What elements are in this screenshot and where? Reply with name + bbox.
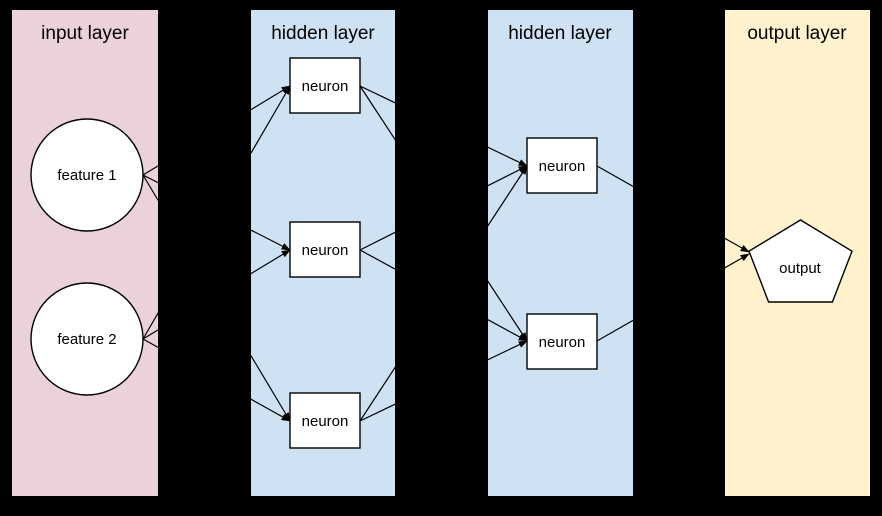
edge-feature1-h1neuron3 [142,174,291,422]
node-feature-2 [30,282,144,396]
node-h2-neuron-1-label: neuron [539,158,586,175]
edge-h2neuron2-output [596,253,750,342]
title-output-layer: output layer [747,23,847,44]
edge-h1neuron2-h2neuron2 [359,249,528,342]
node-h1-neuron-1-label: neuron [302,78,349,95]
title-hidden-layer-2: hidden layer [508,23,612,44]
node-h2-neuron-2-label: neuron [539,334,586,351]
node-output-label: output [779,260,822,277]
node-h2-neuron-1 [526,137,598,194]
title-hidden-layer-1: hidden layer [271,23,375,44]
node-output-pentagon [748,219,853,303]
edge-feature1-h1neuron1 [142,85,291,176]
edge-h2neuron1-output [596,165,750,253]
panel-hidden-layer-2 [488,10,633,496]
edge-feature2-h1neuron1 [142,85,291,340]
node-h2-neuron-2 [526,313,598,370]
node-feature-1 [30,118,144,232]
edge-h1neuron3-h2neuron1 [359,165,528,422]
edge-h1neuron3-h2neuron2 [359,340,528,422]
edge-h1neuron1-h2neuron1 [359,85,528,167]
title-input-layer: input layer [41,23,129,44]
node-h1-neuron-3 [289,392,361,449]
node-h1-neuron-1 [289,57,361,114]
edge-h1neuron1-h2neuron2 [359,85,528,342]
node-h1-neuron-2-label: neuron [302,242,349,259]
node-feature-2-label: feature 2 [57,331,116,348]
node-h1-neuron-2 [289,221,361,278]
panel-input-layer [12,10,158,496]
edge-feature2-h1neuron3 [142,338,291,422]
node-h1-neuron-3-label: neuron [302,413,349,430]
edge-feature2-h1neuron2 [142,249,291,340]
edge-h1neuron2-h2neuron1 [359,165,528,251]
node-feature-1-label: feature 1 [57,167,116,184]
